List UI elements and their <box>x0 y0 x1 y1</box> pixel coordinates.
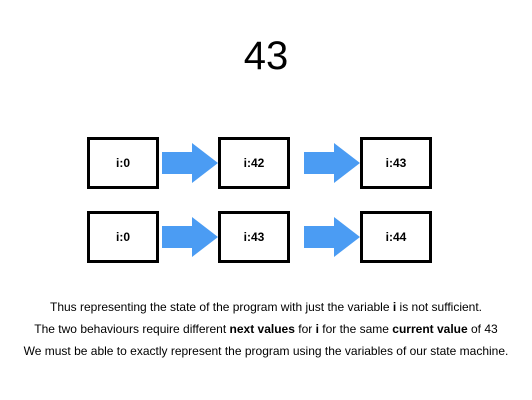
caption-text: for the same <box>318 322 393 336</box>
caption-emphasis: next values <box>229 322 295 336</box>
state-box-row1-1: i:0 <box>87 137 159 189</box>
arrow-shape <box>162 217 218 257</box>
state-box-row1-2: i:42 <box>218 137 290 189</box>
right-arrow-icon <box>162 217 218 257</box>
caption-line-2: The two behaviours require different nex… <box>0 321 532 337</box>
state-box-row2-2: i:43 <box>218 211 290 263</box>
arrow-shape <box>304 143 360 183</box>
slide-title: 43 <box>243 34 289 78</box>
caption-line-1: Thus representing the state of the progr… <box>0 299 532 315</box>
caption-emphasis: current value <box>392 322 468 336</box>
state-box-row2-3: i:44 <box>360 211 432 263</box>
arrow-shape <box>162 143 218 183</box>
caption-variable: i <box>315 322 319 336</box>
right-arrow-icon <box>162 143 218 183</box>
right-arrow-icon <box>304 143 360 183</box>
state-box-row2-1: i:0 <box>87 211 159 263</box>
state-box-row1-3: i:43 <box>360 137 432 189</box>
caption-text: is not sufficient. <box>396 300 483 314</box>
caption-line-3: We must be able to exactly represent the… <box>23 344 509 358</box>
right-arrow-icon <box>304 217 360 257</box>
caption-text: for <box>294 322 316 336</box>
caption-variable: i <box>392 300 397 314</box>
caption-text: of 43 <box>467 322 498 336</box>
caption-text: Thus representing the state of the progr… <box>49 300 393 314</box>
caption-text: The two behaviours require different <box>34 322 230 336</box>
arrow-shape <box>304 217 360 257</box>
